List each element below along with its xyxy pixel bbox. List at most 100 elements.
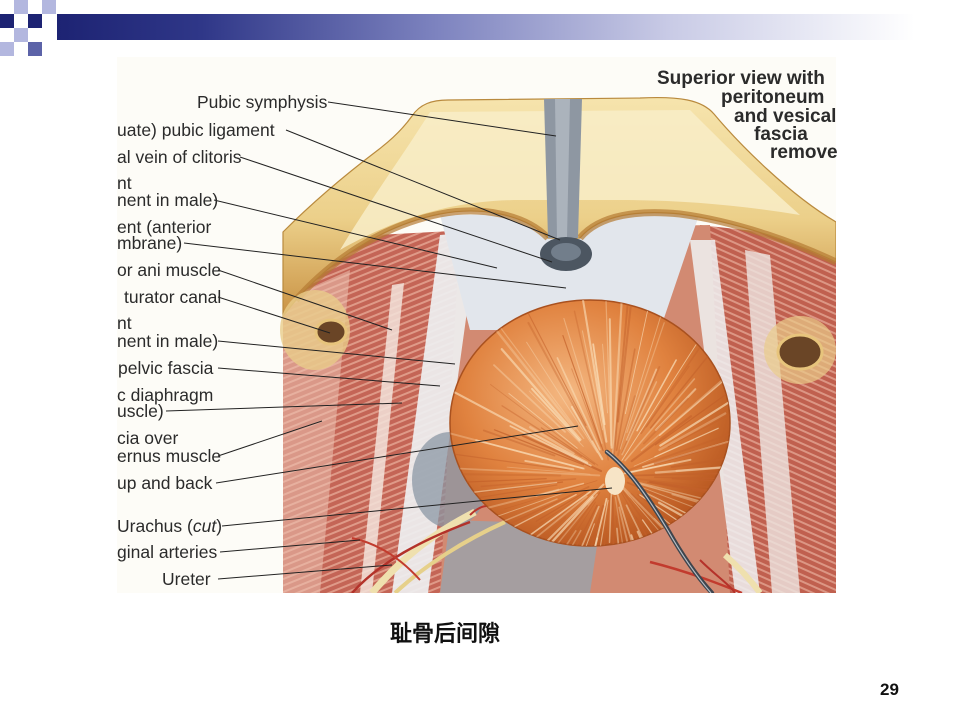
- bladder-streak: [538, 492, 587, 525]
- figure-title-line: and vesical: [734, 106, 836, 127]
- figure-title-line: peritoneum: [721, 87, 824, 108]
- page-number: 29: [880, 680, 899, 699]
- label-ureter: Ureter: [162, 569, 211, 589]
- bladder-streak: [620, 488, 679, 546]
- bladder-streak: [535, 482, 585, 497]
- bladder-streak: [608, 318, 613, 449]
- bladder-streak: [608, 488, 613, 544]
- leader-line: [217, 367, 441, 387]
- bladder-streak: [602, 343, 608, 414]
- label-fascia-over-line1: cia over: [117, 428, 178, 448]
- symphysis-highlight: [555, 99, 570, 238]
- bladder-streak: [613, 300, 629, 455]
- retropubic-fascia: [440, 212, 700, 330]
- leader-line: [217, 420, 323, 457]
- bladder-streak: [497, 492, 566, 517]
- bladder-streak: [626, 368, 658, 441]
- bladder-streak: [523, 496, 594, 546]
- bladder-streak: [616, 300, 638, 423]
- label-membrane-line1: ent (anterior: [117, 217, 212, 237]
- label-obturator-canal: turator canal: [124, 287, 221, 307]
- bladder-streak: [637, 481, 705, 500]
- bladder-streak: [623, 458, 692, 475]
- duct-left: [393, 520, 506, 593]
- bladder-streak: [501, 498, 558, 523]
- bladder-streak: [630, 415, 693, 463]
- bladder-streak: [480, 478, 577, 488]
- header-square: [0, 42, 14, 56]
- label-urachus-text: Urachus (: [117, 516, 193, 536]
- leader-line: [165, 402, 403, 412]
- label-arteries: ginal arteries: [117, 542, 217, 562]
- bladder-streak: [565, 523, 595, 546]
- bladder-streak: [625, 504, 679, 546]
- bladder-streak: [612, 300, 623, 458]
- bladder-streak: [535, 490, 587, 522]
- slide-caption: 耻骨后间隙: [390, 622, 501, 647]
- label-ligament-line2: nent in male): [117, 190, 218, 210]
- bladder-streak: [584, 499, 609, 546]
- leader-line: [213, 199, 498, 269]
- figure-title: Superior view with peritoneum and vesica…: [657, 68, 838, 163]
- bladder-streak: [535, 492, 601, 546]
- bladder-streak: [577, 504, 605, 546]
- bladder-streak: [475, 439, 584, 470]
- obturator-canal-left: [314, 318, 348, 346]
- bladder-streak: [482, 429, 556, 457]
- bladder-streak: [654, 391, 730, 446]
- bladder-streak: [633, 439, 694, 467]
- ureter-left: [369, 508, 477, 593]
- leader-line: [215, 425, 579, 484]
- bladder-streak: [556, 357, 601, 451]
- bladder-streak: [493, 364, 566, 433]
- bladder-streak: [519, 505, 589, 546]
- probe-highlight: [605, 450, 712, 593]
- bladder-streak: [626, 322, 665, 434]
- dorsal-vein-opening: [551, 243, 581, 261]
- bladder-streak: [671, 478, 730, 485]
- arcus-tendineus-band: [392, 232, 478, 593]
- bladder-streak: [525, 307, 587, 426]
- header-square: [14, 0, 28, 14]
- bladder-streak: [658, 331, 730, 437]
- anatomy-figure: Superior view with peritoneum and vesica…: [117, 57, 838, 593]
- bladder-streak: [621, 344, 697, 461]
- bladder-streak: [621, 366, 661, 454]
- label-fascia-over-line2: ernus muscle: [117, 446, 221, 466]
- ureter-right: [723, 552, 763, 593]
- label-pelvic-fascia: pelvic fascia: [118, 358, 214, 378]
- leader-line: [221, 487, 613, 527]
- bladder-streak: [490, 384, 599, 466]
- bladder-streak: [456, 467, 601, 477]
- label-pelvic-diaphragm-line1: c diaphragm: [117, 385, 213, 405]
- bladder-streak: [654, 476, 716, 480]
- bladder-streak: [506, 466, 591, 475]
- bladder-streak: [521, 434, 603, 473]
- bladder-streak: [573, 310, 610, 461]
- artery-right-branch: [699, 559, 736, 593]
- bladder-streak: [667, 386, 730, 448]
- bladder-streak: [618, 506, 645, 546]
- bladder-streak: [553, 501, 596, 546]
- pubic-bone-inner-rim: [293, 207, 836, 303]
- figure-title-line: fascia: [754, 124, 808, 145]
- header-square: [14, 28, 28, 42]
- label-ligament2-line1: nt: [117, 313, 132, 333]
- label-levator-ani-muscle: or ani muscle: [117, 260, 221, 280]
- bladder-streak: [645, 365, 690, 428]
- bladder-streak: [570, 405, 604, 461]
- leader-line: [217, 564, 393, 580]
- header-square: [0, 14, 14, 28]
- bladder-streak: [659, 380, 730, 447]
- bladder-streak: [500, 348, 582, 441]
- bladder-streak: [598, 492, 611, 546]
- figure-labels: Pubic symphysis uate) pubic ligament al …: [117, 92, 328, 589]
- bladder-streak: [616, 527, 626, 546]
- bladder-streak: [493, 429, 585, 466]
- leader-line: [217, 340, 456, 365]
- bladder-streak: [615, 348, 636, 452]
- bladder-streak: [670, 444, 730, 469]
- leader-line: [327, 101, 557, 137]
- bladder-streak: [624, 300, 656, 415]
- bladder-streak: [629, 497, 724, 546]
